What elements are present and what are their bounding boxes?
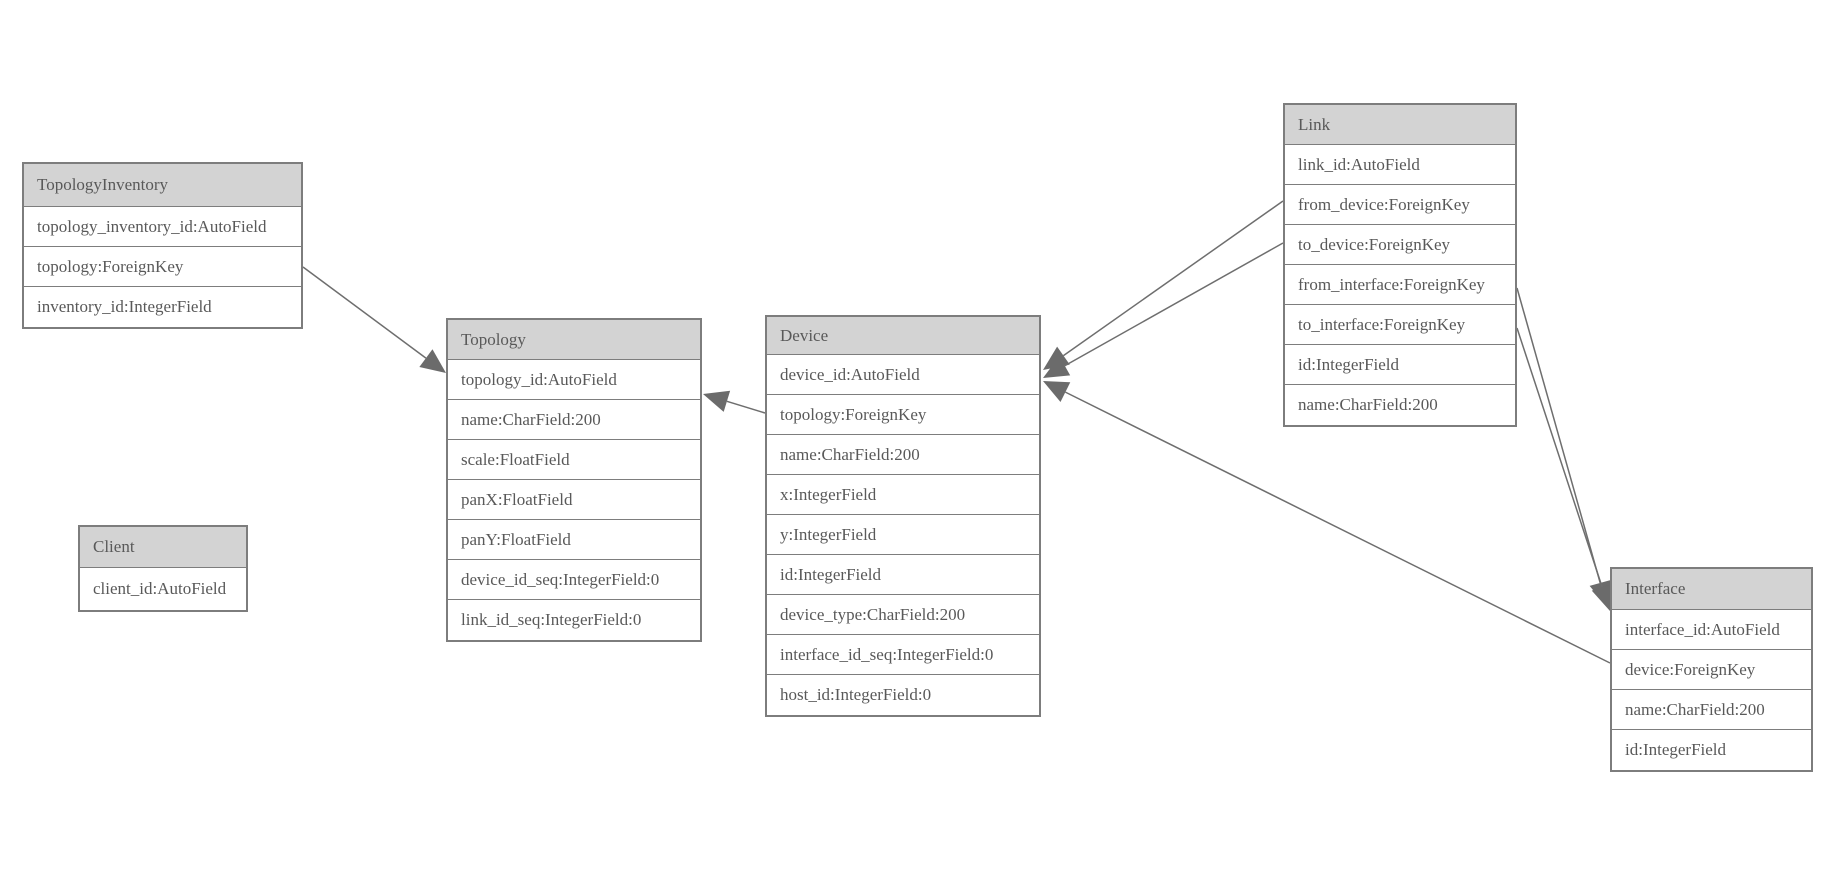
field-row: from_device:ForeignKey bbox=[1285, 185, 1515, 225]
field-row: topology_inventory_id:AutoField bbox=[24, 207, 301, 247]
topologyinventory-topology-edge-arrowhead-icon bbox=[419, 349, 446, 373]
link-to-interface-edge bbox=[1516, 327, 1603, 588]
field-row: device_id_seq:IntegerField:0 bbox=[448, 560, 700, 600]
field-row: link_id_seq:IntegerField:0 bbox=[448, 600, 700, 640]
entity-header: Device bbox=[767, 317, 1039, 355]
link-from-device-edge bbox=[1063, 200, 1284, 357]
field-row: from_interface:ForeignKey bbox=[1285, 265, 1515, 305]
field-row: interface_id_seq:IntegerField:0 bbox=[767, 635, 1039, 675]
entity-header: TopologyInventory bbox=[24, 164, 301, 207]
field-row: topology_id:AutoField bbox=[448, 360, 700, 400]
field-row: to_device:ForeignKey bbox=[1285, 225, 1515, 265]
link-from-interface-edge-arrowhead-icon bbox=[1589, 579, 1611, 607]
interface-device-edge-arrowhead-icon bbox=[1043, 381, 1071, 402]
field-row: name:CharField:200 bbox=[767, 435, 1039, 475]
field-row: name:CharField:200 bbox=[1285, 385, 1515, 425]
field-row: interface_id:AutoField bbox=[1612, 610, 1811, 650]
entity-header: Interface bbox=[1612, 569, 1811, 610]
field-row: client_id:AutoField bbox=[80, 568, 246, 610]
field-row: device_type:CharField:200 bbox=[767, 595, 1039, 635]
field-row: id:IntegerField bbox=[1612, 730, 1811, 770]
field-row: scale:FloatField bbox=[448, 440, 700, 480]
field-row: topology:ForeignKey bbox=[24, 247, 301, 287]
entity-header: Topology bbox=[448, 320, 700, 360]
topologyinventory-topology-edge bbox=[302, 266, 427, 359]
link-to-device-edge-arrowhead-icon bbox=[1043, 356, 1071, 378]
field-row: y:IntegerField bbox=[767, 515, 1039, 555]
field-row: inventory_id:IntegerField bbox=[24, 287, 301, 327]
link-to-device-edge bbox=[1064, 242, 1284, 367]
field-row: id:IntegerField bbox=[1285, 345, 1515, 385]
field-row: host_id:IntegerField:0 bbox=[767, 675, 1039, 715]
field-row: panX:FloatField bbox=[448, 480, 700, 520]
entity-header: Link bbox=[1285, 105, 1515, 145]
field-row: id:IntegerField bbox=[767, 555, 1039, 595]
field-row: link_id:AutoField bbox=[1285, 145, 1515, 185]
field-row: name:CharField:200 bbox=[1612, 690, 1811, 730]
field-row: panY:FloatField bbox=[448, 520, 700, 560]
device-topology-edge bbox=[726, 400, 766, 414]
entity-header: Client bbox=[80, 527, 246, 568]
field-row: device:ForeignKey bbox=[1612, 650, 1811, 690]
field-row: name:CharField:200 bbox=[448, 400, 700, 440]
device-topology-edge-arrowhead-icon bbox=[703, 390, 731, 412]
field-row: x:IntegerField bbox=[767, 475, 1039, 515]
link-from-device-edge-arrowhead-icon bbox=[1043, 346, 1070, 370]
interface-device-edge bbox=[1065, 391, 1611, 664]
field-row: device_id:AutoField bbox=[767, 355, 1039, 395]
field-row: to_interface:ForeignKey bbox=[1285, 305, 1515, 345]
field-row: topology:ForeignKey bbox=[767, 395, 1039, 435]
link-from-interface-edge bbox=[1516, 287, 1601, 584]
